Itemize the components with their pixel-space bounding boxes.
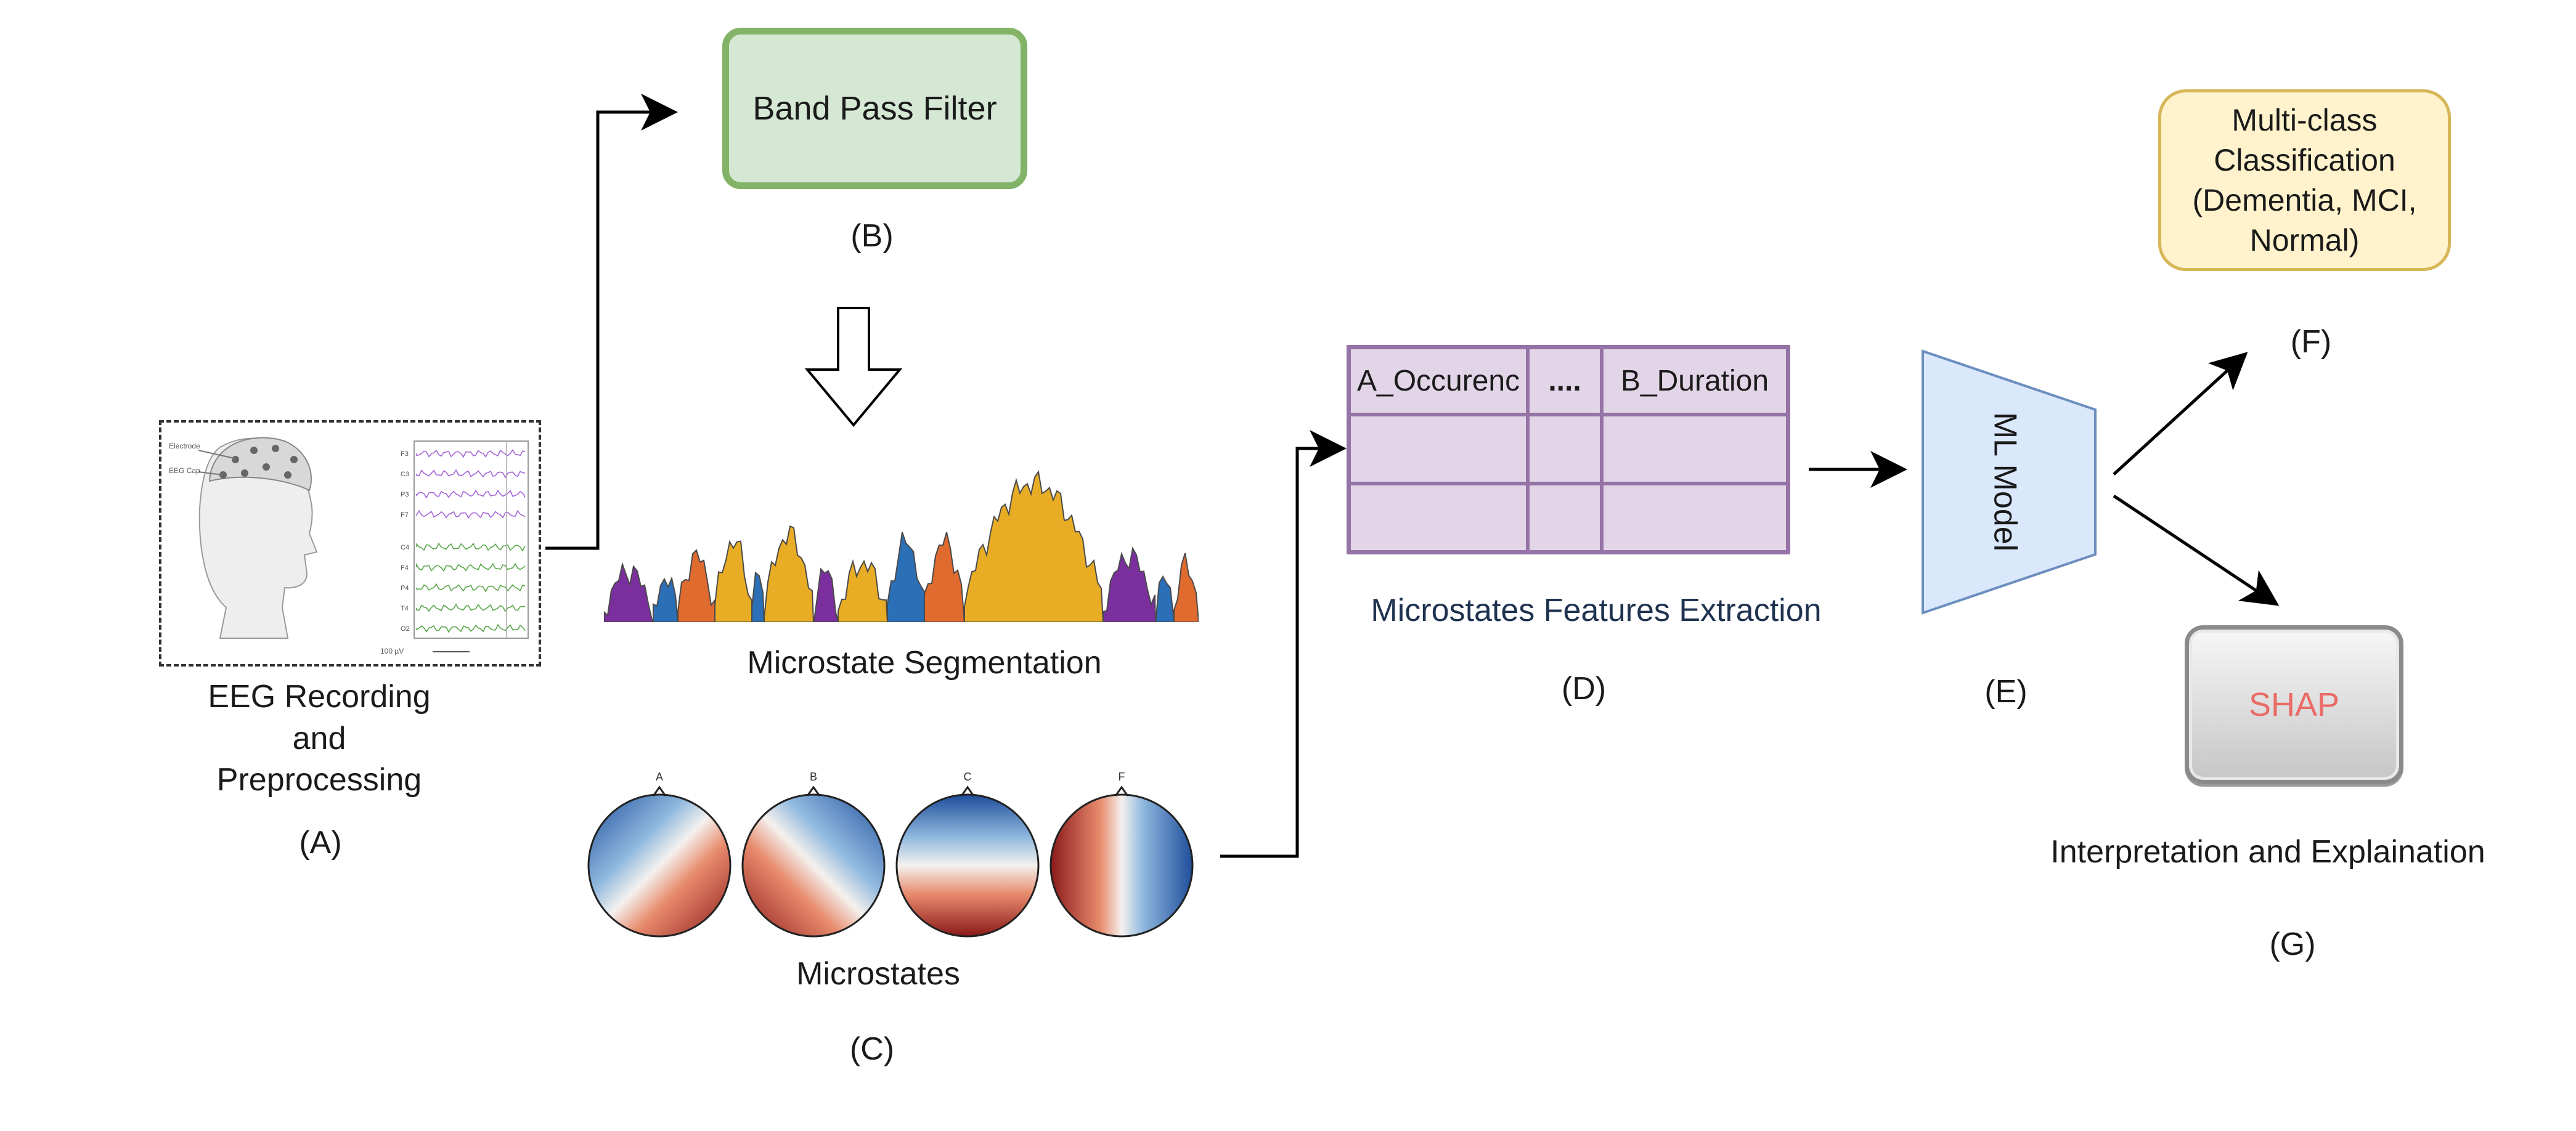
arrow-model-to-shap [2113,494,2280,606]
segment-area [1155,575,1175,622]
eeg-cap-text: EEG Cap [169,466,200,475]
shap-label: SHAP [2248,686,2340,723]
table-col-divider-2 [1600,416,1604,550]
segment-area [1173,553,1199,622]
scale-text: 100 µV [380,647,404,655]
topomap-label: C [964,771,972,783]
segment-area [813,567,839,622]
eeg-label: EEG Recording and Preprocessing [159,676,479,801]
topomap-label: F [1119,771,1125,783]
segment-area [924,532,966,622]
tag-a: (A) [299,825,342,861]
channel-label: T4 [401,605,409,612]
features-table: A_Occurenc .... B_Duration [1347,345,1790,554]
classification-line-4: Normal) [2249,222,2360,257]
segment-area [604,562,654,622]
segment-area [653,576,679,622]
eeg-label-line-1: EEG Recording [208,679,431,715]
channel-label: P4 [401,585,409,592]
ml-model-label: ML Model [1987,412,2023,551]
topomap-nose [960,785,975,797]
segment-area [764,525,815,622]
tag-c: (C) [849,1031,895,1067]
arrow-model-to-classification [2113,352,2248,476]
features-label: Microstates Features Extraction [1371,593,1822,628]
table-col-divider-1 [1526,416,1530,550]
channel-label: F4 [401,564,409,572]
segment-area [1103,546,1157,622]
tag-d: (D) [1561,671,1607,707]
classification-line-2: Classification [2214,142,2395,177]
shap-caption: Interpretation and Explaination [2050,834,2485,870]
channel-label: F7 [401,511,409,519]
classification-line-1: Multi-class [2232,102,2378,137]
classification-line-3: (Dementia, MCI, [2192,182,2417,217]
tag-e: (E) [1984,674,2028,710]
band-pass-filter-box: Band Pass Filter [722,28,1027,189]
topomap-f [1050,793,1194,938]
topomap-c [895,793,1040,938]
segment-area [964,470,1104,622]
segment-area [838,559,889,622]
segment-area [887,532,925,622]
tag-f: (F) [2290,324,2332,360]
segment-area [751,571,765,622]
channel-label: C3 [401,471,409,478]
tag-g: (G) [2269,926,2316,962]
table-cell-header-1: A_Occurenc [1351,349,1530,416]
table-header-ellipsis: .... [1548,365,1581,397]
channel-label: O2 [401,625,410,633]
topomap-nose [652,785,667,797]
hollow-down-arrow [804,307,903,428]
electrode-text: Electrode [169,442,200,450]
topomap-label: A [656,771,663,783]
tag-b: (B) [850,218,894,254]
channel-label: C4 [401,544,409,551]
topomap-nose [1114,785,1129,797]
topomap-nose [806,785,821,797]
topomap-a [587,793,732,938]
arrow-eeg-to-bandpass [545,94,678,550]
topomap-label: B [810,771,817,783]
channel-label: F3 [401,450,409,458]
eeg-label-line-3: Preprocessing [216,762,422,798]
classification-box: Multi-class Classification (Dementia, MC… [2158,89,2451,271]
ml-model-shape: ML Model [1922,349,2097,615]
eeg-label-line-2: and [292,720,346,756]
table-cell-header-3: B_Duration [1604,349,1786,416]
microstates-label: Microstates [796,956,960,992]
segmentation-label: Microstate Segmentation [747,645,1102,681]
table-row-2 [1351,416,1786,485]
topomap-b [741,793,886,938]
segment-area [677,549,715,622]
shap-box: SHAP [2185,625,2403,784]
band-pass-filter-label: Band Pass Filter [752,90,997,127]
segment-area [714,540,752,622]
table-header-b-duration: B_Duration [1620,365,1769,397]
table-header-a-occurrence: A_Occurenc [1357,365,1520,397]
arrow-microstates-to-features [1220,430,1347,858]
segmentation-area-plot [604,470,1199,622]
channel-label: P3 [401,491,409,498]
table-cell-header-2: .... [1530,349,1604,416]
